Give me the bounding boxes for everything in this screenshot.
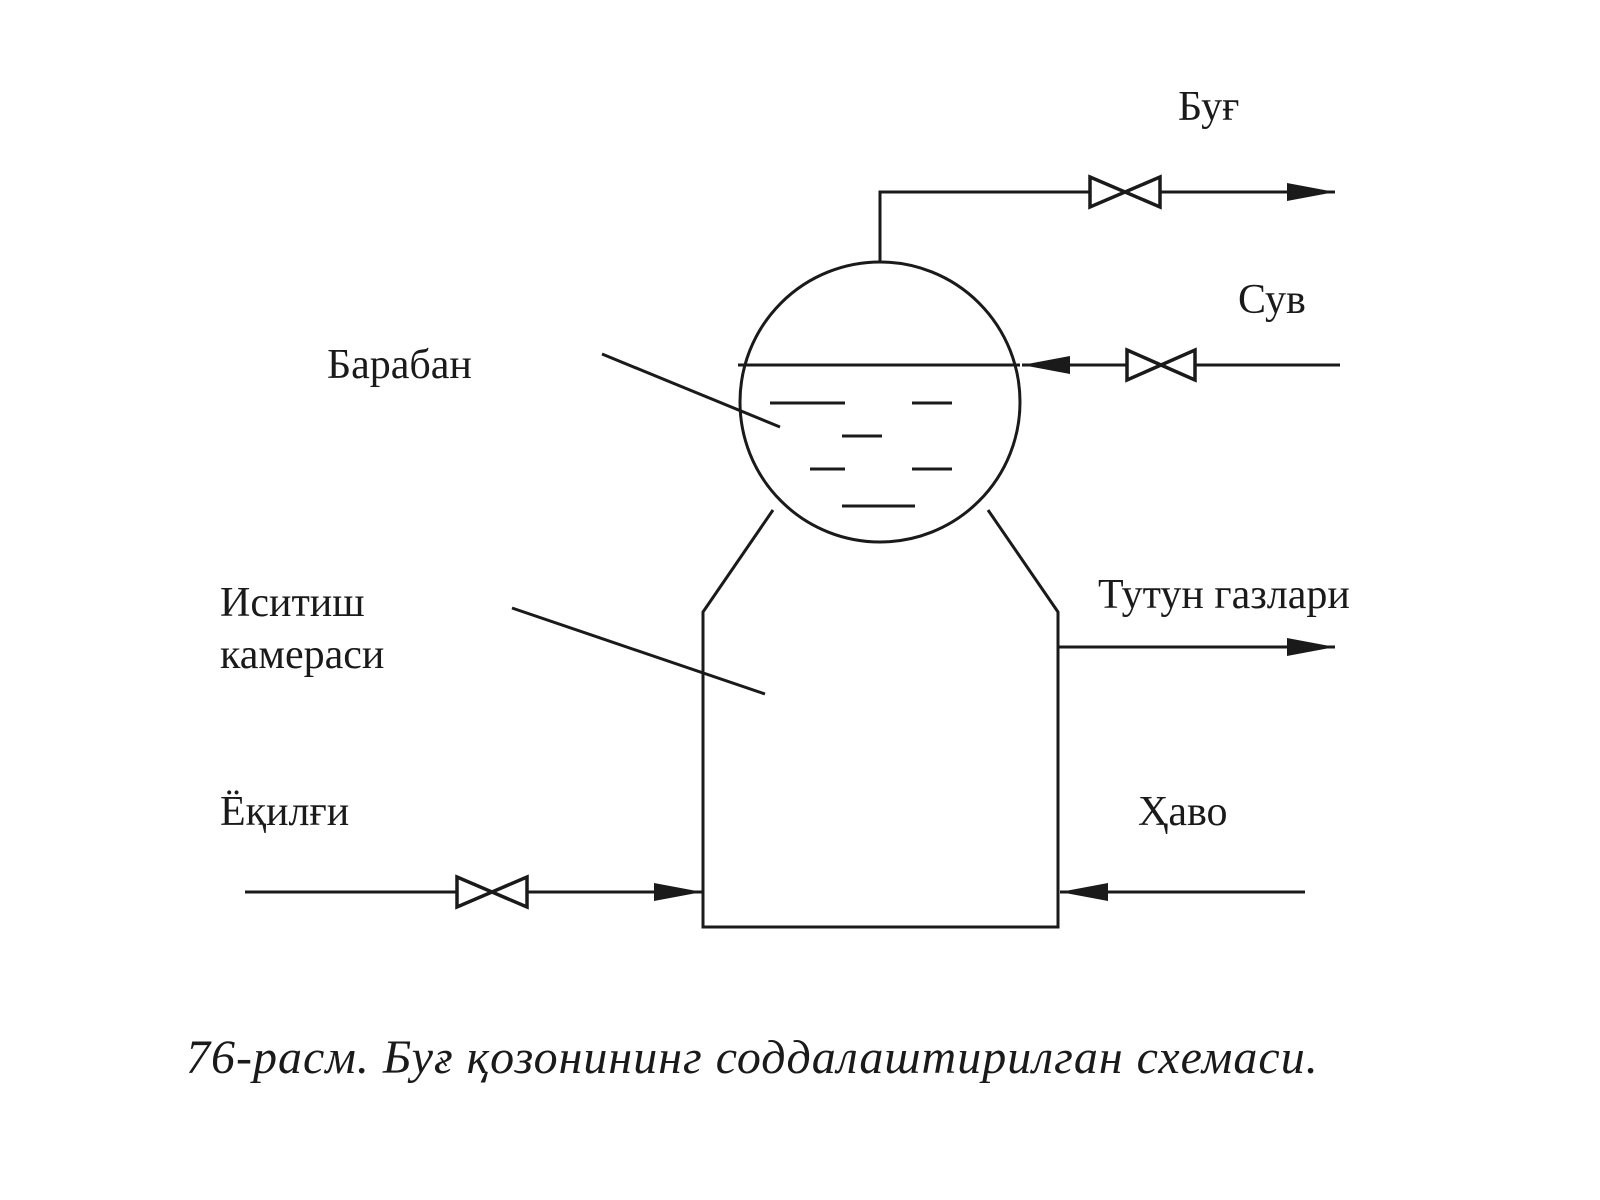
air-label: Ҳаво [1138,789,1228,835]
drum-leader-line [601,352,781,429]
drum-water-dashes [770,401,952,508]
figure-caption: 76-расм. Буғ қозонининг соддалаштирилган… [186,1031,1319,1084]
flue-gases-label: Тутун газлари [1098,572,1350,618]
drum-label: Барабан [327,342,472,388]
heating-chamber-outline [701,509,1060,929]
steam-label: Буғ [1178,84,1240,130]
water-label: Сув [1238,277,1306,323]
chamber-leader-line [511,606,766,696]
steam-pipe [878,190,1090,262]
fuel-label: Ёқилғи [220,789,350,835]
fuel-valve-icon [455,874,529,910]
steam-valve-icon [1088,174,1162,210]
heating-chamber-label-1: Иситиш [220,580,365,626]
heating-chamber-label-2: камераси [220,632,385,678]
water-valve-icon [1125,347,1197,383]
